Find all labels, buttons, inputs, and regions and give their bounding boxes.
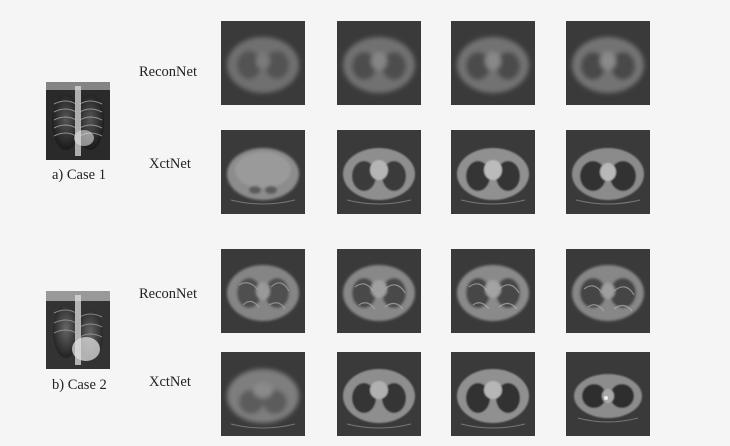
row-label-xctnet-case-2: XctNet xyxy=(149,374,191,390)
ct-slice-case2-xctnet-4 xyxy=(566,352,650,436)
ct-slice-case2-reconnet-3 xyxy=(451,249,535,333)
ct-slice-case2-reconnet-2 xyxy=(337,249,421,333)
ct-slice-case1-xctnet-4 xyxy=(566,130,650,214)
ct-slice-case2-xctnet-2 xyxy=(337,352,421,436)
ct-slice-case2-xctnet-1 xyxy=(221,352,305,436)
ct-slice-case1-reconnet-4 xyxy=(566,21,650,105)
row-label-reconnet-case-2: ReconNet xyxy=(139,286,197,302)
case-1-caption: a) Case 1 xyxy=(52,167,106,183)
ct-slice-case1-xctnet-2 xyxy=(337,130,421,214)
xray-case-2 xyxy=(46,291,110,369)
ct-slice-case1-xctnet-1 xyxy=(221,130,305,214)
case-2-caption: b) Case 2 xyxy=(52,377,107,393)
ct-slice-case2-reconnet-1 xyxy=(221,249,305,333)
ct-slice-case2-xctnet-3 xyxy=(451,352,535,436)
xray-case-1 xyxy=(46,82,110,160)
ct-slice-case1-xctnet-3 xyxy=(451,130,535,214)
row-label-xctnet-case-1: XctNet xyxy=(149,156,191,172)
ct-slice-case1-reconnet-2 xyxy=(337,21,421,105)
ct-slice-case2-reconnet-4 xyxy=(566,249,650,333)
ct-slice-case1-reconnet-3 xyxy=(451,21,535,105)
ct-slice-case1-reconnet-1 xyxy=(221,21,305,105)
row-label-reconnet-case-1: ReconNet xyxy=(139,64,197,80)
